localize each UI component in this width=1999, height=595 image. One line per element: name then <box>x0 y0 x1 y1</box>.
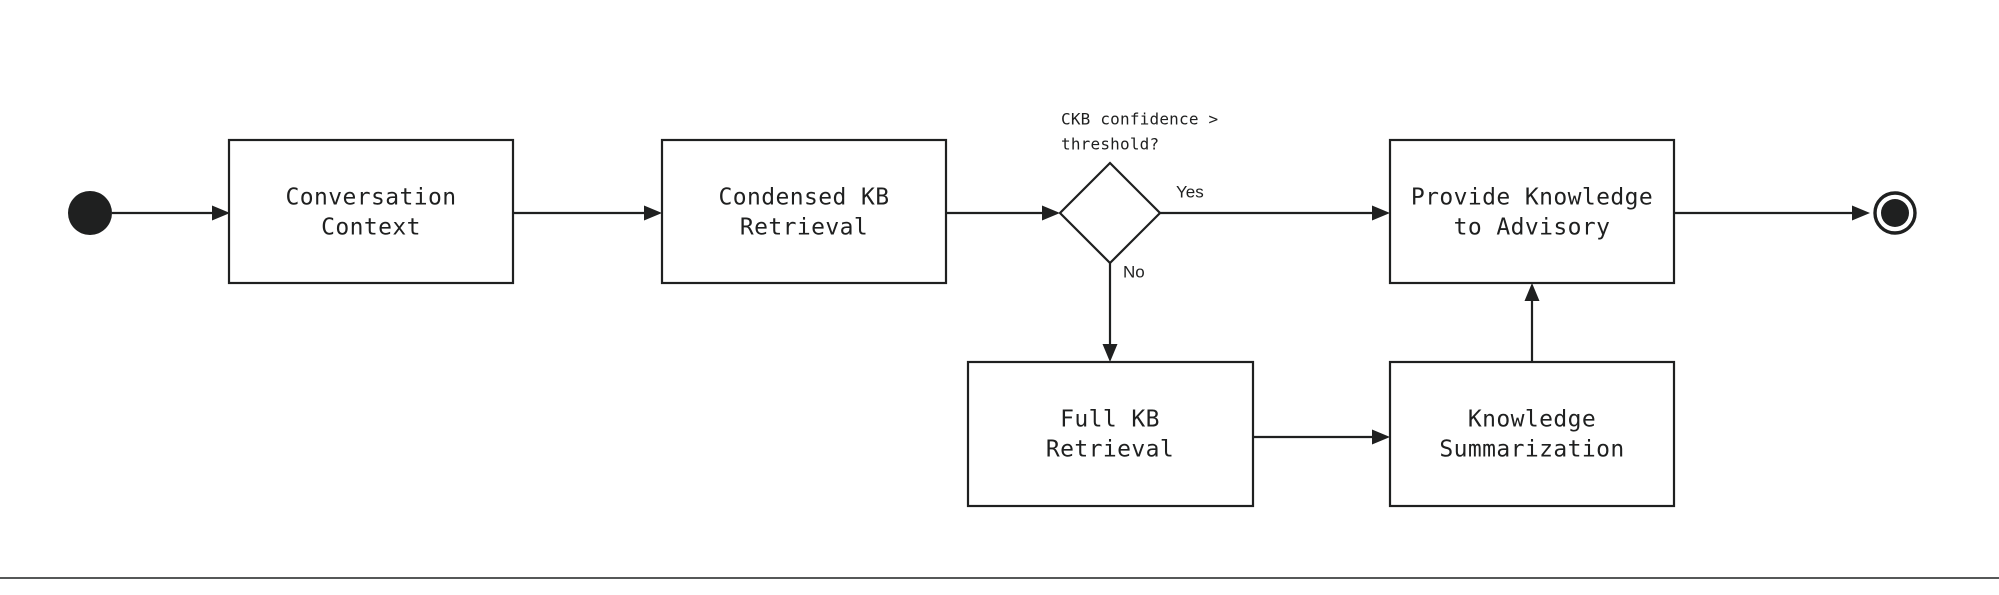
node-conversation-context-line2: Context <box>321 215 421 241</box>
node-condensed-kb-retrieval-line1: Condensed KB <box>719 185 890 211</box>
node-provide-knowledge-line2: to Advisory <box>1454 215 1611 241</box>
edge-label-yes: Yes <box>1176 182 1204 201</box>
node-provide-knowledge-to-advisory[interactable]: Provide Knowledge to Advisory <box>1388 138 1676 285</box>
node-knowledge-summarization[interactable]: Knowledge Summarization <box>1388 360 1676 508</box>
decision-label-line1: CKB confidence > <box>1061 110 1218 129</box>
start-node <box>68 191 112 235</box>
node-conversation-context-line1: Conversation <box>286 185 457 211</box>
edge-decision-yes-to-provide-knowledge: Yes <box>1160 182 1390 221</box>
edge-start-to-conversation-context <box>112 205 230 221</box>
node-conversation-context[interactable]: Conversation Context <box>227 138 515 285</box>
decision-label-line2: threshold? <box>1061 135 1159 154</box>
edge-condensed-kb-to-decision <box>946 205 1060 221</box>
node-knowledge-summarization-line2: Summarization <box>1439 437 1624 463</box>
node-condensed-kb-retrieval[interactable]: Condensed KB Retrieval <box>660 138 948 285</box>
decision-label: CKB confidence > threshold? <box>1061 110 1218 154</box>
edge-decision-no-to-full-kb: No <box>1102 262 1145 362</box>
edge-label-no: No <box>1123 262 1145 281</box>
edge-provide-knowledge-to-end <box>1674 205 1870 221</box>
edge-full-kb-to-knowledge-summarization <box>1253 429 1390 445</box>
node-full-kb-retrieval-line1: Full KB <box>1060 407 1160 433</box>
edge-conversation-context-to-condensed-kb <box>513 205 662 221</box>
node-full-kb-retrieval-line2: Retrieval <box>1046 437 1174 463</box>
end-node <box>1873 191 1917 235</box>
edge-knowledge-summarization-to-provide-knowledge <box>1524 283 1540 362</box>
node-condensed-kb-retrieval-line2: Retrieval <box>740 215 868 241</box>
node-decision[interactable] <box>1058 161 1162 265</box>
node-full-kb-retrieval[interactable]: Full KB Retrieval <box>966 360 1255 508</box>
node-knowledge-summarization-line1: Knowledge <box>1468 407 1596 433</box>
node-provide-knowledge-line1: Provide Knowledge <box>1411 185 1653 211</box>
